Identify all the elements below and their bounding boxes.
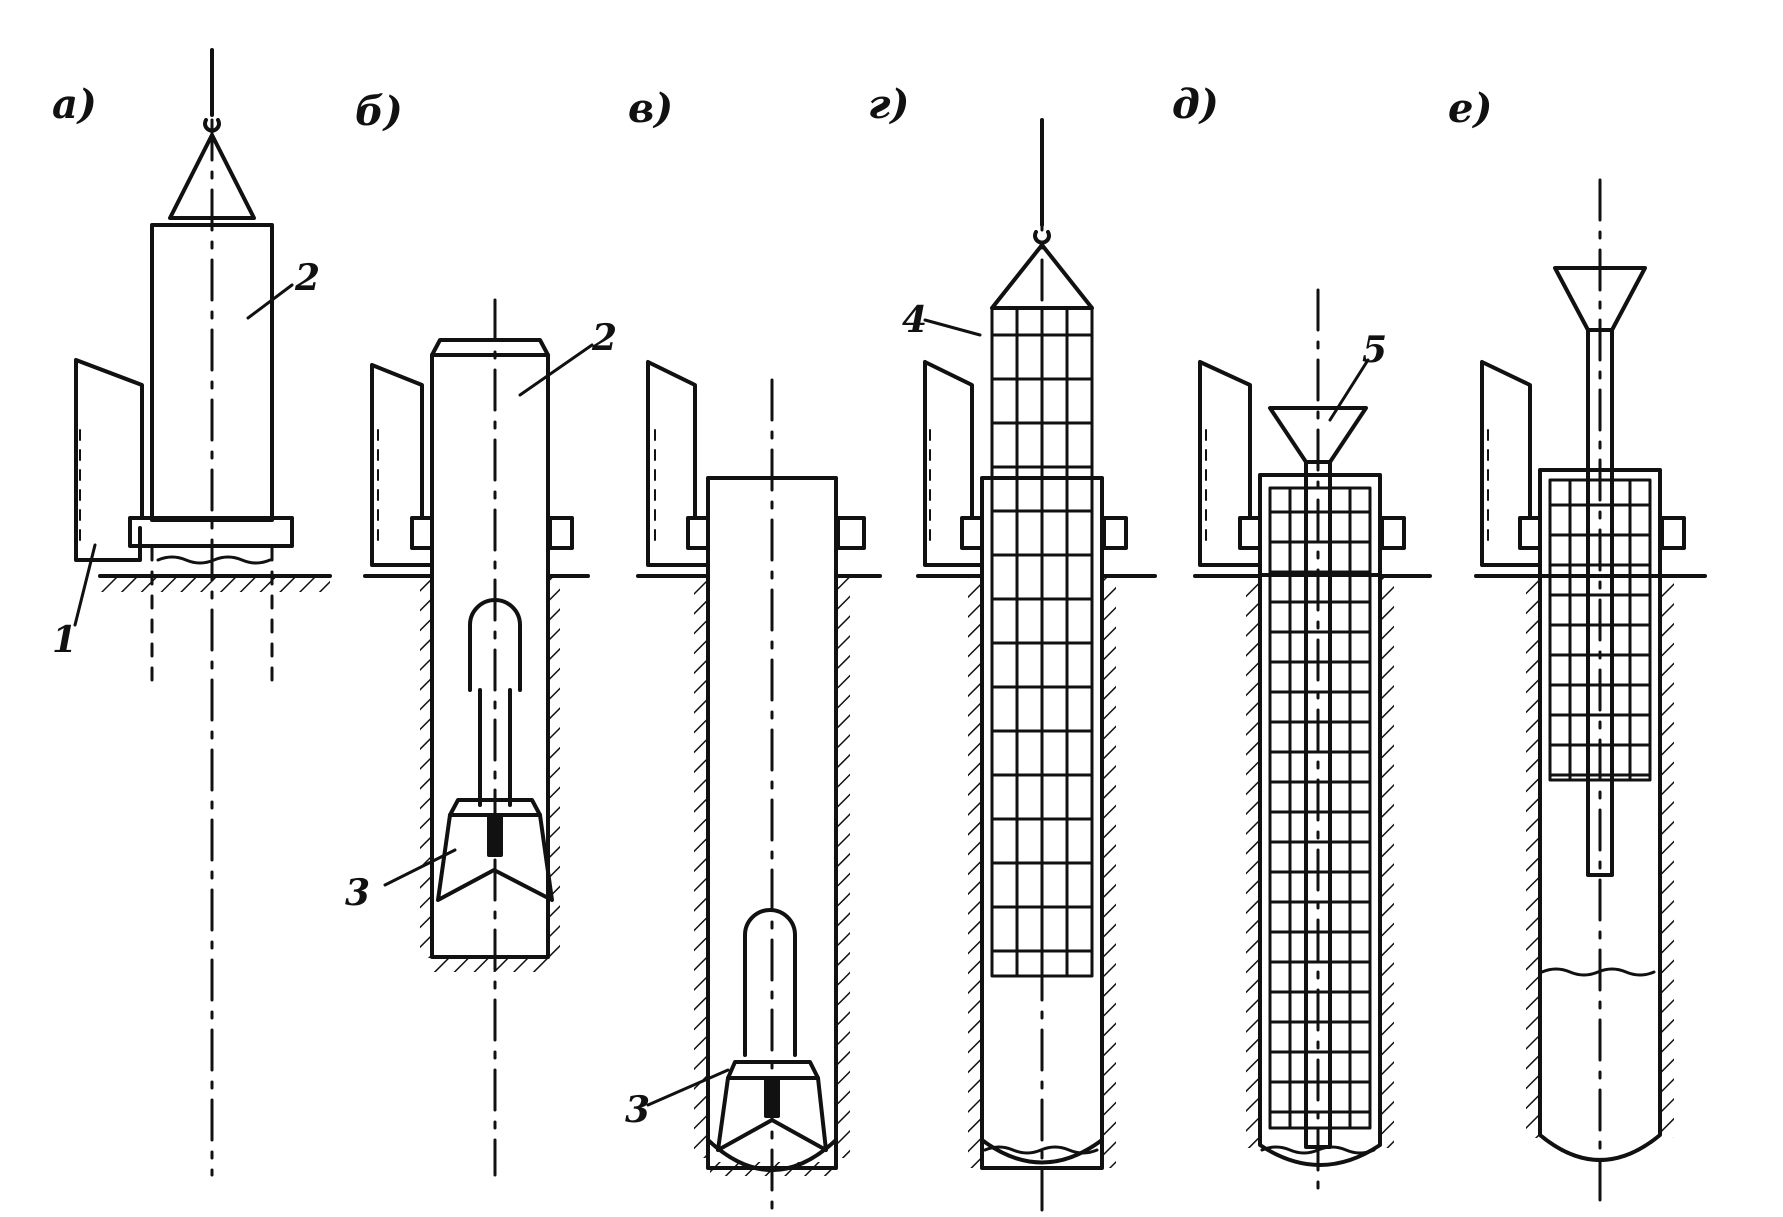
callout-3-panel-b: 3 <box>345 872 370 914</box>
callout-numbers: 1 2 2 3 3 4 5 <box>52 257 1387 1131</box>
panel-a-drawing <box>73 48 332 1177</box>
panel-g-drawing <box>916 118 1157 1212</box>
panel-a-collar <box>128 516 294 548</box>
panel-a-hook <box>203 48 221 133</box>
panel-g-machine <box>923 360 984 567</box>
panel-v-drawing <box>636 360 882 1212</box>
panel-label-b: б) <box>355 88 403 135</box>
panel-label-d: д) <box>1172 81 1219 128</box>
callout-4: 4 <box>902 299 927 341</box>
panel-a-machine <box>74 358 144 562</box>
panel-label-v: в) <box>628 85 673 132</box>
panel-d-drawing <box>1193 288 1432 1202</box>
panel-g-hook <box>1033 118 1051 245</box>
panel-v-machine <box>646 360 710 567</box>
panel-label-a: а) <box>52 81 97 128</box>
panel-label-e: е) <box>1448 85 1492 132</box>
panel-label-g: г) <box>868 81 909 128</box>
panel-b-casing <box>430 353 550 959</box>
panel-a-sling <box>168 133 256 220</box>
panel-d-rebar-cage <box>1268 486 1372 1130</box>
callout-1: 1 <box>52 619 77 661</box>
panel-e-borehole <box>1538 574 1662 1162</box>
panel-b-casing-top <box>430 338 550 357</box>
panel-b-drill-bucket <box>468 598 522 692</box>
panel-e-rebar-cage <box>1548 478 1652 782</box>
panel-d-casing <box>1258 473 1382 577</box>
panel-e-machine <box>1480 360 1542 567</box>
panel-b-machine <box>370 363 434 567</box>
panel-d-machine <box>1198 360 1262 567</box>
panel-b-drawing <box>363 298 594 1177</box>
panel-v-drill-bucket <box>743 908 797 1057</box>
panel-e-drawing <box>1474 178 1707 1202</box>
panel-d-tremie-pipe <box>1304 460 1332 1149</box>
callout-2-panel-b: 2 <box>591 317 617 359</box>
panel-e-tremie-pipe <box>1586 328 1614 877</box>
panel-e-concrete-level <box>1540 967 1656 977</box>
panel-labels: а) б) в) г) д) е) <box>52 81 1492 135</box>
callout-2-panel-a: 2 <box>294 257 320 299</box>
callout-5: 5 <box>1362 329 1387 371</box>
callout-3-panel-v: 3 <box>625 1089 650 1131</box>
